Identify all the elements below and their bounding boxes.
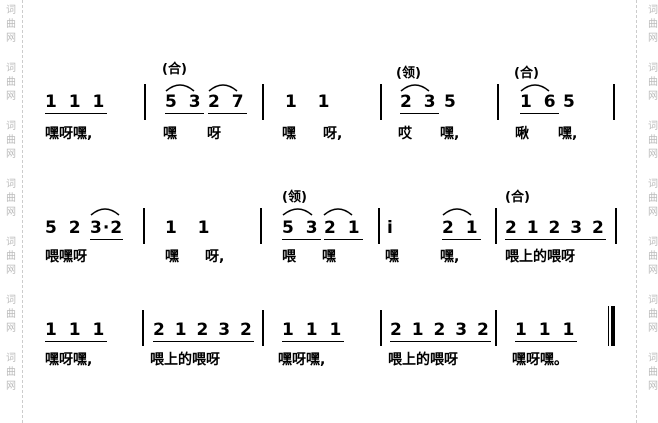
watermark-text: 词曲网 [6, 295, 16, 334]
part-label: (领) [396, 66, 421, 81]
part-label: (领) [282, 190, 307, 205]
note-group: 2 1 [442, 218, 481, 240]
note-group: 1 1 1 [515, 320, 578, 342]
watermark-text: 词曲网 [648, 237, 658, 276]
watermark-text: 词曲网 [6, 353, 16, 392]
slur [208, 84, 238, 92]
watermark-text: 词曲网 [648, 121, 658, 160]
note-group: 1 1 [285, 92, 333, 112]
barline [613, 84, 615, 120]
note-group: 2 1 2 3 2 [390, 320, 491, 342]
margin-line-left [22, 0, 23, 423]
barline [615, 208, 617, 244]
slur [90, 208, 120, 216]
watermark-text: 词曲网 [648, 179, 658, 218]
watermark-text: 词曲网 [6, 179, 16, 218]
lyric: 喂上的喂呀 [388, 352, 458, 368]
margin-line-right [636, 0, 637, 423]
note-group: 1 1 [165, 218, 213, 238]
note: 5 [444, 92, 459, 112]
barline [260, 208, 262, 244]
note-group: 5 2 [45, 218, 84, 238]
lyric: 嘿 [163, 126, 177, 142]
barline [142, 310, 144, 346]
note-group: 1 1 1 [45, 92, 108, 114]
part-label: (合) [162, 62, 187, 77]
note: 5 [563, 92, 578, 112]
watermark-text: 词曲网 [648, 63, 658, 102]
barline [378, 208, 380, 244]
final-barline-thick [611, 306, 615, 346]
lyric: 嘿呀嘿, [45, 352, 93, 368]
barline [495, 310, 497, 346]
note-group: 2 3 [400, 92, 439, 114]
note-group: 5 3 [165, 92, 204, 114]
barline [380, 84, 382, 120]
note-group: 2 1 2 3 2 [505, 218, 606, 240]
lyric: 呀 [207, 126, 221, 142]
lyric: 哎 [398, 126, 412, 142]
note-group: 1 1 1 [282, 320, 345, 342]
watermark-text: 词曲网 [648, 353, 658, 392]
watermark-text: 词曲网 [6, 237, 16, 276]
lyric: 喂嘿呀 [45, 249, 87, 265]
lyric: 嘿 [385, 249, 399, 265]
slur [520, 84, 550, 92]
slur [165, 84, 195, 92]
watermark-text: 词曲网 [6, 63, 16, 102]
lyric: 嘿 [322, 249, 336, 265]
lyric: 嘿呀嘿, [45, 126, 93, 142]
lyric: 嘿, [558, 126, 578, 142]
final-barline-thin [608, 306, 609, 346]
slur [282, 208, 353, 216]
lyric: 喂 [282, 249, 296, 265]
note-group: 3·2 [90, 218, 124, 240]
watermark-text: 词曲网 [648, 295, 658, 334]
lyric: 嘿 [282, 126, 296, 142]
watermark-text: 词曲网 [6, 5, 16, 44]
barline [495, 208, 497, 244]
note-group: 5 3 [282, 218, 321, 240]
slur [442, 208, 472, 216]
note-group: 2 1 [324, 218, 363, 240]
watermark-text: 词曲网 [648, 5, 658, 44]
slur [400, 84, 430, 92]
part-label: (合) [505, 190, 530, 205]
lyric: 嘿 [165, 249, 179, 265]
note: i [387, 218, 396, 238]
lyric: 呀, [323, 126, 343, 142]
lyric: 啾 [515, 126, 529, 142]
lyric: 嘿呀嘿。 [512, 352, 568, 368]
lyric: 嘿呀嘿, [278, 352, 326, 368]
lyric: 喂上的喂呀 [505, 249, 575, 265]
lyric: 嘿, [440, 126, 460, 142]
watermark-text: 词曲网 [6, 121, 16, 160]
barline [144, 84, 146, 120]
barline [262, 310, 264, 346]
note-group: 1 1 1 [45, 320, 108, 342]
barline [143, 208, 145, 244]
note-group: 2 7 [208, 92, 247, 114]
lyric: 呀, [205, 249, 225, 265]
barline [380, 310, 382, 346]
barline [497, 84, 499, 120]
lyric: 嘿, [440, 249, 460, 265]
barline [262, 84, 264, 120]
note-group: 1 6 [520, 92, 559, 114]
part-label: (合) [514, 66, 539, 81]
lyric: 喂上的喂呀 [150, 352, 220, 368]
note-group: 2 1 2 3 2 [153, 320, 254, 342]
